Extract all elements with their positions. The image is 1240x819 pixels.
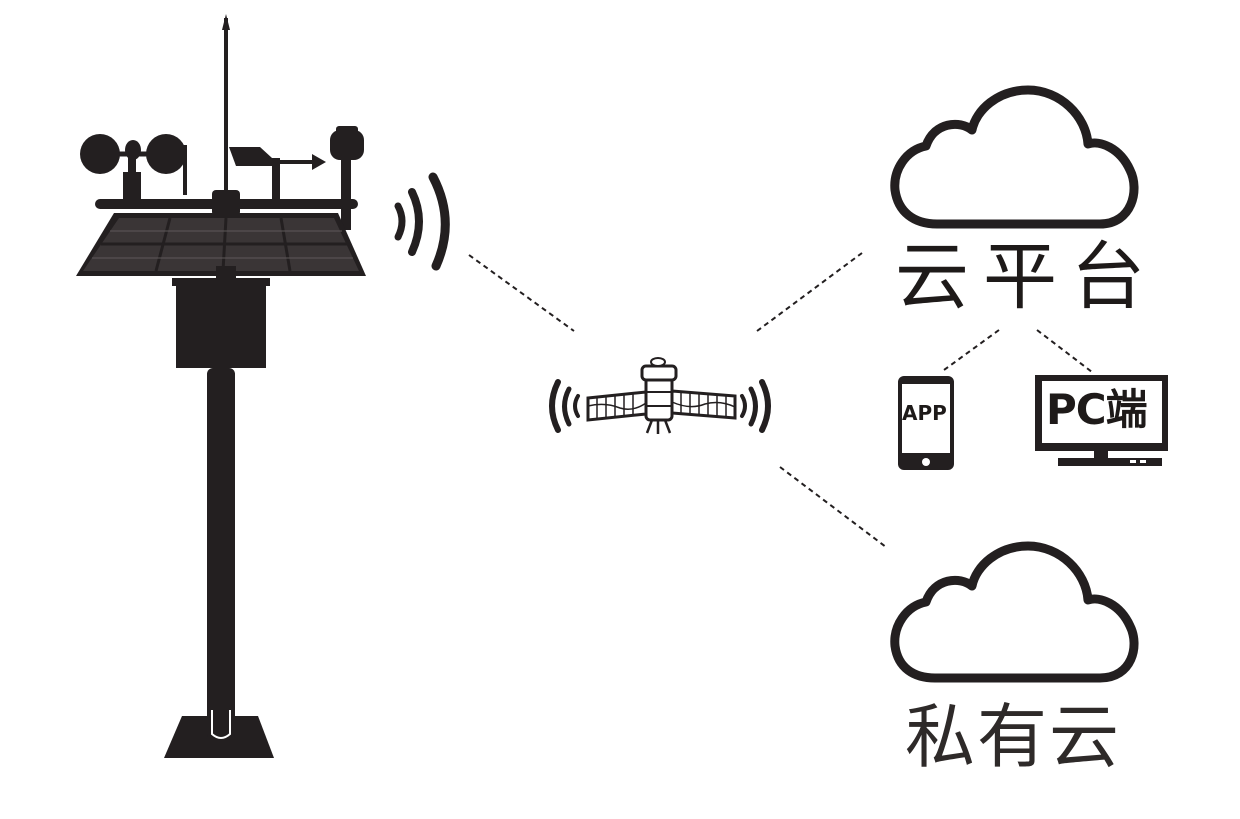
wireless-signal-icon	[394, 172, 450, 271]
crossarm-hub	[212, 190, 240, 216]
solar-panel-icon	[76, 213, 366, 276]
anemometer-icon	[80, 134, 187, 202]
connector-lines	[468, 252, 1093, 548]
panel-bracket	[216, 266, 236, 282]
station-pole	[207, 368, 235, 740]
gps-antenna-icon	[330, 126, 364, 230]
satellite-signal-icon	[549, 379, 771, 433]
lightning-rod-tip	[222, 14, 230, 30]
connector-satellite-cloud	[756, 252, 863, 332]
private-cloud-label: 私有云	[905, 696, 1121, 778]
app-label: APP	[902, 401, 947, 425]
control-box	[176, 282, 266, 368]
cloud-platform-label: 云平台	[895, 234, 1159, 320]
connector-station-satellite	[468, 254, 575, 332]
monitor-icon	[1035, 375, 1168, 466]
connector-cloud-pc	[1036, 329, 1093, 373]
satellite-icon	[586, 357, 737, 434]
cloud-icon	[890, 85, 1139, 229]
phone-icon	[898, 376, 954, 470]
pc-label: PC端	[1046, 385, 1148, 434]
connector-satellite-private	[779, 466, 887, 548]
wind-vane-icon	[229, 147, 326, 202]
pole-foot-highlight	[211, 710, 231, 739]
private-cloud-icon	[890, 541, 1139, 683]
connector-cloud-app	[943, 329, 1000, 371]
weather-station-icon	[76, 14, 366, 758]
